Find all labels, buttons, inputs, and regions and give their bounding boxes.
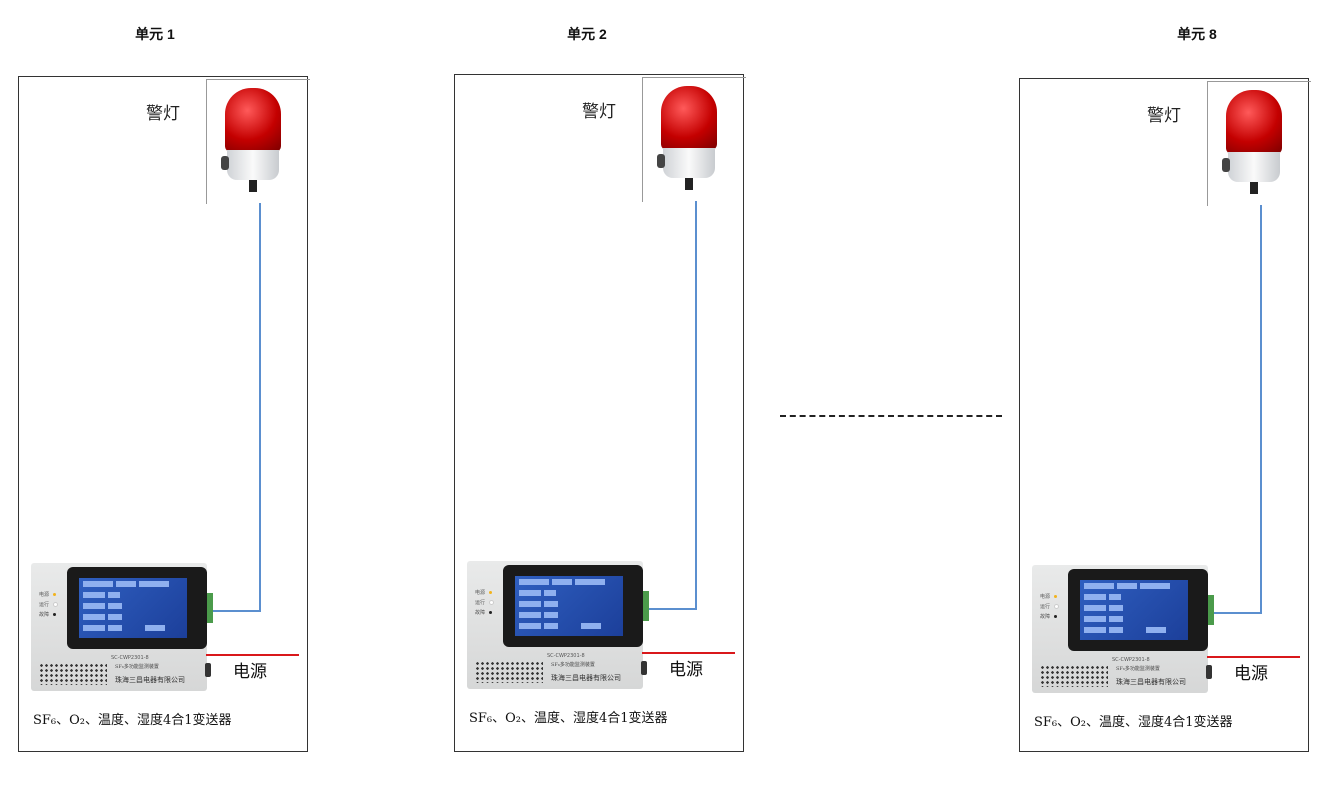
unit-2-title: 单元 2 [567,26,607,42]
warning-lamp-icon [221,88,283,198]
device-text: 电源 [1040,593,1051,600]
transmitter-device: 电源 运行 故障 SC-CWP2301-8 SF₆多功能监测装置 珠海三昌电器有… [1032,565,1214,693]
device-text: 电源 [475,589,486,596]
device-text: 运行 [1040,603,1051,610]
status-leds: 电源 运行 故障 [475,587,495,617]
warning-lamp-icon [657,86,719,196]
power-label: 电源 [669,660,703,680]
warning-lamp-icon [1222,90,1284,200]
device-text: 珠海三昌电器有限公司 [551,674,621,682]
status-leds: 电源 运行 故障 [1040,591,1060,621]
unit-1-panel: 警灯 电源 运行 故障 SC-CWP2301-8 SF₆多功能监测装置 珠海三昌… [18,76,310,752]
device-text: 故障 [475,609,486,616]
signal-wire [259,203,261,611]
unit-8-panel: 警灯 电源 运行 故障 SC-CWP2301-8 SF₆多功能监测装置 珠海三昌… [1019,78,1311,752]
speaker-grille [475,661,543,683]
lamp-label: 警灯 [582,102,616,122]
device-caption: SF₆、O₂、温度、湿度4合1变送器 [469,711,668,726]
device-text: SC-CWP2301-8 [547,653,585,659]
lamp-label: 警灯 [146,104,180,124]
signal-wire [695,201,697,609]
device-text: 运行 [39,601,50,608]
speaker-grille [1040,665,1108,687]
unit-1-title: 单元 1 [135,26,175,42]
device-text: 珠海三昌电器有限公司 [1116,678,1186,686]
terminal-block [1208,595,1214,625]
device-text: 运行 [475,599,486,606]
status-leds: 电源 运行 故障 [39,589,59,619]
warning-lamp-box [642,77,746,202]
device-caption: SF₆、O₂、温度、湿度4合1变送器 [1034,715,1233,730]
unit-8-title: 单元 8 [1177,26,1217,42]
device-caption: SF₆、O₂、温度、湿度4合1变送器 [33,713,232,728]
device-text: SC-CWP2301-8 [1112,657,1150,663]
device-text: 故障 [39,611,50,618]
warning-lamp-box [206,79,310,204]
touch-screen [1068,569,1208,651]
warning-lamp-box [1207,81,1311,206]
lamp-label: 警灯 [1147,106,1181,126]
device-text: 电源 [39,591,50,598]
device-text: 故障 [1040,613,1051,620]
device-text: 珠海三昌电器有限公司 [115,676,185,684]
signal-wire [1214,612,1262,614]
transmitter-device: 电源 运行 故障 SC-CWP2301-8 SF₆多功能监测装置 珠海三昌电器有… [31,563,213,691]
power-wire [206,654,299,656]
power-label: 电源 [233,662,267,682]
terminal-block [207,593,213,623]
device-text: SF₆多功能监测装置 [115,664,159,670]
transmitter-device: 电源 运行 故障 SC-CWP2301-8 SF₆多功能监测装置 珠海三昌电器有… [467,561,649,689]
device-text: SC-CWP2301-8 [111,655,149,661]
device-text: SF₆多功能监测装置 [551,662,595,668]
speaker-grille [39,663,107,685]
signal-wire [649,608,697,610]
signal-wire [1260,205,1262,613]
signal-wire [213,610,261,612]
power-wire [642,652,735,654]
touch-screen [67,567,207,649]
power-label: 电源 [1234,664,1268,684]
device-text: SF₆多功能监测装置 [1116,666,1160,672]
power-wire [1207,656,1300,658]
ellipsis-dashed-line [780,415,1002,417]
unit-2-panel: 警灯 电源 运行 故障 SC-CWP2301-8 SF₆多功能监测装置 珠海三昌… [454,74,746,752]
touch-screen [503,565,643,647]
terminal-block [643,591,649,621]
